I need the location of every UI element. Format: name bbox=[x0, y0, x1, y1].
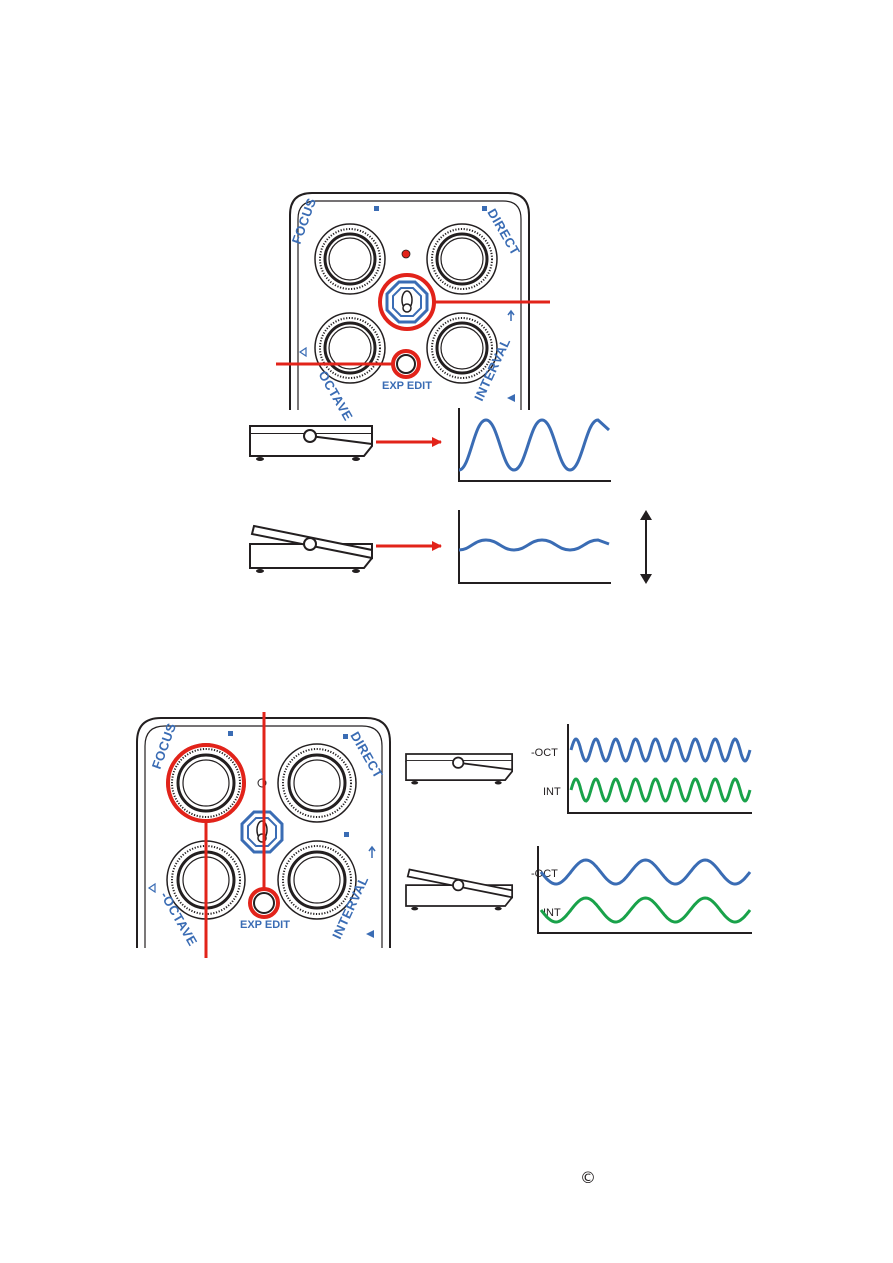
pedal-heel-down-2 bbox=[405, 753, 514, 786]
octave-marker-2 bbox=[147, 882, 156, 894]
interval-marker bbox=[507, 394, 515, 402]
up-arrow-icon bbox=[507, 309, 515, 321]
direct-marker bbox=[482, 206, 487, 211]
neg-oct-label-1: -OCT bbox=[531, 747, 558, 759]
status-led bbox=[401, 249, 411, 259]
exp-edit-label-2: EXP EDIT bbox=[240, 919, 290, 931]
neg-oct-wave-fast bbox=[569, 737, 752, 763]
mode-toggle-switch-2[interactable] bbox=[240, 810, 284, 854]
exp-edit-label: EXP EDIT bbox=[382, 380, 432, 392]
int-wave-fast bbox=[569, 777, 752, 803]
graph-small-amplitude bbox=[458, 510, 611, 584]
octave-marker bbox=[298, 346, 307, 358]
up-arrow-icon-2 bbox=[368, 845, 376, 858]
pedal-heel-down-1 bbox=[249, 425, 373, 462]
interval-marker-2 bbox=[366, 930, 374, 938]
focus-knob[interactable] bbox=[313, 222, 387, 296]
pedal-toe-up-2 bbox=[405, 868, 514, 912]
focus-marker-2 bbox=[228, 731, 233, 736]
neg-oct-label-2: -OCT bbox=[531, 868, 558, 880]
direct-marker-2 bbox=[343, 734, 348, 739]
pedal-top-view-2: FOCUS DIRECT -OCTAVE INTERVAL EXP EDIT bbox=[136, 712, 391, 958]
graph-dual-fast: -OCT INT bbox=[531, 724, 752, 814]
copyright-symbol: © bbox=[580, 1168, 596, 1187]
graph-dual-slow: -OCT INT bbox=[531, 846, 752, 934]
range-arrow-icon bbox=[640, 510, 652, 584]
direct-knob[interactable] bbox=[425, 222, 499, 296]
int-label-1: INT bbox=[543, 786, 561, 798]
mode-toggle-switch[interactable] bbox=[385, 280, 429, 324]
int-wave-slow bbox=[539, 896, 752, 924]
exp-edit-button-2[interactable] bbox=[253, 892, 275, 914]
interval-upper-marker-2 bbox=[344, 832, 349, 837]
exp-edit-button[interactable] bbox=[396, 354, 416, 374]
direct-knob-2[interactable] bbox=[276, 742, 358, 824]
neg-oct-wave-slow bbox=[539, 858, 752, 886]
graph-large-amplitude bbox=[458, 408, 611, 482]
focus-marker bbox=[374, 206, 379, 211]
pedal-top-view-1: FOCUS DIRECT OCTAVE INTERVAL EXP EDIT bbox=[276, 192, 550, 423]
pedal-toe-up-1 bbox=[249, 525, 373, 574]
